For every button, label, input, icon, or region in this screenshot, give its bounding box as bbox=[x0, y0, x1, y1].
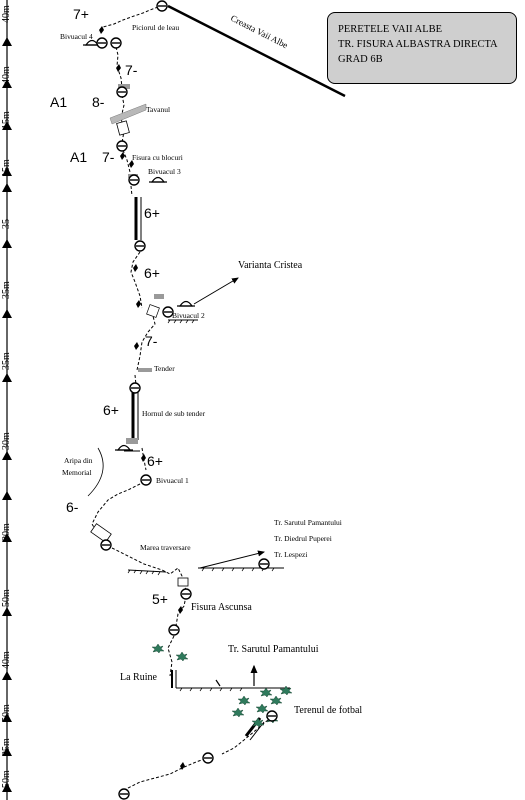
pitch-grade-2: A1 bbox=[50, 94, 67, 110]
route-line bbox=[87, 6, 269, 793]
pitch-length-4: 35 bbox=[1, 219, 12, 229]
title-line-wall: PERETELE VAII ALBE bbox=[338, 24, 443, 35]
label-fisura-ascunsa: Fisura Ascunsa bbox=[191, 602, 252, 613]
title-line-grade: GRAD 6B bbox=[338, 54, 383, 65]
label-bivuacul-2: Bivuacul 2 bbox=[172, 311, 205, 320]
label-aripa-din: Aripa din bbox=[64, 456, 93, 465]
label-bivuacul-1: Bivuacul 1 bbox=[156, 476, 189, 485]
pitch-axis: 40m 40m 15m 15m 35 35m 35m 30m 20m 50m 40m 50m 35m 50… bbox=[1, 0, 12, 800]
axis-triangle bbox=[2, 309, 12, 318]
ridge-label: Creasta Vaii Albe bbox=[229, 13, 290, 50]
label-memorial: Memorial bbox=[62, 468, 92, 477]
pitch-grade-8: 7- bbox=[145, 333, 158, 349]
axis-triangle bbox=[2, 167, 12, 176]
label-varianta-cristea: Varianta Cristea bbox=[238, 260, 303, 271]
label-tender: Tender bbox=[154, 364, 175, 373]
pitch-length-1: 40m bbox=[1, 66, 12, 84]
axis-triangle bbox=[2, 533, 12, 542]
route-title-box: PERETELE VAII ALBE TR. FISURA ALBASTRA D… bbox=[327, 12, 517, 84]
piton-marks bbox=[99, 26, 185, 770]
feature-labels: Piciorul de leau Bivuacul 4 Tavanul Fisu… bbox=[60, 23, 362, 716]
pitch-length-11: 50m bbox=[1, 704, 12, 722]
pitch-grade-1: 7- bbox=[125, 62, 138, 78]
pitch-lengths: 40m 40m 15m 15m 35 35m 35m 30m 20m 50m 40m 50m 35m 50… bbox=[1, 5, 12, 788]
axis-triangle bbox=[2, 373, 12, 382]
pitch-length-2: 15m bbox=[1, 111, 12, 129]
axis-triangle bbox=[2, 783, 12, 792]
axis-triangle bbox=[2, 713, 12, 722]
pitch-grade-6: 6+ bbox=[144, 205, 160, 221]
axis-triangle bbox=[2, 121, 12, 130]
pitch-length-9: 50m bbox=[1, 589, 12, 607]
axis-triangle bbox=[2, 671, 12, 680]
pitch-grade-4: A1 bbox=[70, 149, 87, 165]
pitch-grade-7: 6+ bbox=[144, 265, 160, 281]
pitch-grade-11: 6- bbox=[66, 499, 79, 515]
label-tr-sarutul-pamantului-small: Tr. Sarutul Pamantului bbox=[274, 518, 342, 527]
ledges bbox=[124, 319, 290, 692]
pitch-length-0: 40m bbox=[1, 5, 12, 23]
axis-triangle bbox=[2, 79, 12, 88]
label-la-ruine: La Ruine bbox=[120, 672, 157, 683]
label-terenul-de-fotbal: Terenul de fotbal bbox=[294, 705, 362, 716]
pitch-grade-9: 6+ bbox=[103, 402, 119, 418]
axis-triangle bbox=[2, 183, 12, 192]
axis-triangle bbox=[2, 491, 12, 500]
label-tr-sarutul-pamantului: Tr. Sarutul Pamantului bbox=[228, 644, 319, 655]
label-marea-traversare: Marea traversare bbox=[140, 543, 191, 552]
pitch-length-13: 50m bbox=[1, 770, 12, 788]
rock-features bbox=[90, 84, 189, 587]
pitch-length-3: 15m bbox=[1, 159, 12, 177]
ridge-line: Creasta Vaii Albe bbox=[167, 4, 346, 98]
pitch-length-7: 30m bbox=[1, 432, 12, 450]
label-bivuacul-4: Bivuacul 4 bbox=[60, 32, 93, 41]
label-tr-diedrul-puperei: Tr. Diedrul Puperei bbox=[274, 534, 332, 543]
label-hornul-de-sub-tender: Hornul de sub tender bbox=[142, 409, 206, 418]
axis-triangle bbox=[2, 37, 12, 46]
label-tr-lespezi: Tr. Lespezi bbox=[274, 550, 307, 559]
axis-triangle bbox=[2, 607, 12, 616]
pitch-axis-ticks bbox=[2, 37, 12, 792]
pitch-length-12: 35m bbox=[1, 738, 12, 756]
pitch-grade-10: 6+ bbox=[147, 453, 163, 469]
axis-triangle bbox=[2, 239, 12, 248]
label-bivuacul-3: Bivuacul 3 bbox=[148, 167, 181, 176]
axis-triangle bbox=[2, 747, 12, 756]
axis-triangle bbox=[2, 451, 12, 460]
label-fisura-cu-blocuri: Fisura cu blocuri bbox=[132, 153, 183, 162]
pitch-grade-12: 5+ bbox=[152, 591, 168, 607]
label-tavanul: Tavanul bbox=[146, 105, 170, 114]
label-piciorul-de-leau: Piciorul de leau bbox=[132, 23, 179, 32]
pitch-grades: 7+ 7- A1 8- A1 7- 6+ 6+ 7- 6+ 6+ 6- 5+ bbox=[50, 6, 168, 607]
pitch-length-10: 40m bbox=[1, 651, 12, 669]
pitch-grade-0: 7+ bbox=[73, 6, 89, 22]
pitch-length-8: 20m bbox=[1, 523, 12, 541]
pitch-length-6: 35m bbox=[1, 352, 12, 370]
pitch-length-5: 35m bbox=[1, 281, 12, 299]
title-line-route: TR. FISURA ALBASTRA DIRECTA bbox=[338, 39, 498, 50]
pitch-grade-5: 7- bbox=[102, 149, 115, 165]
pitch-grade-3: 8- bbox=[92, 94, 105, 110]
